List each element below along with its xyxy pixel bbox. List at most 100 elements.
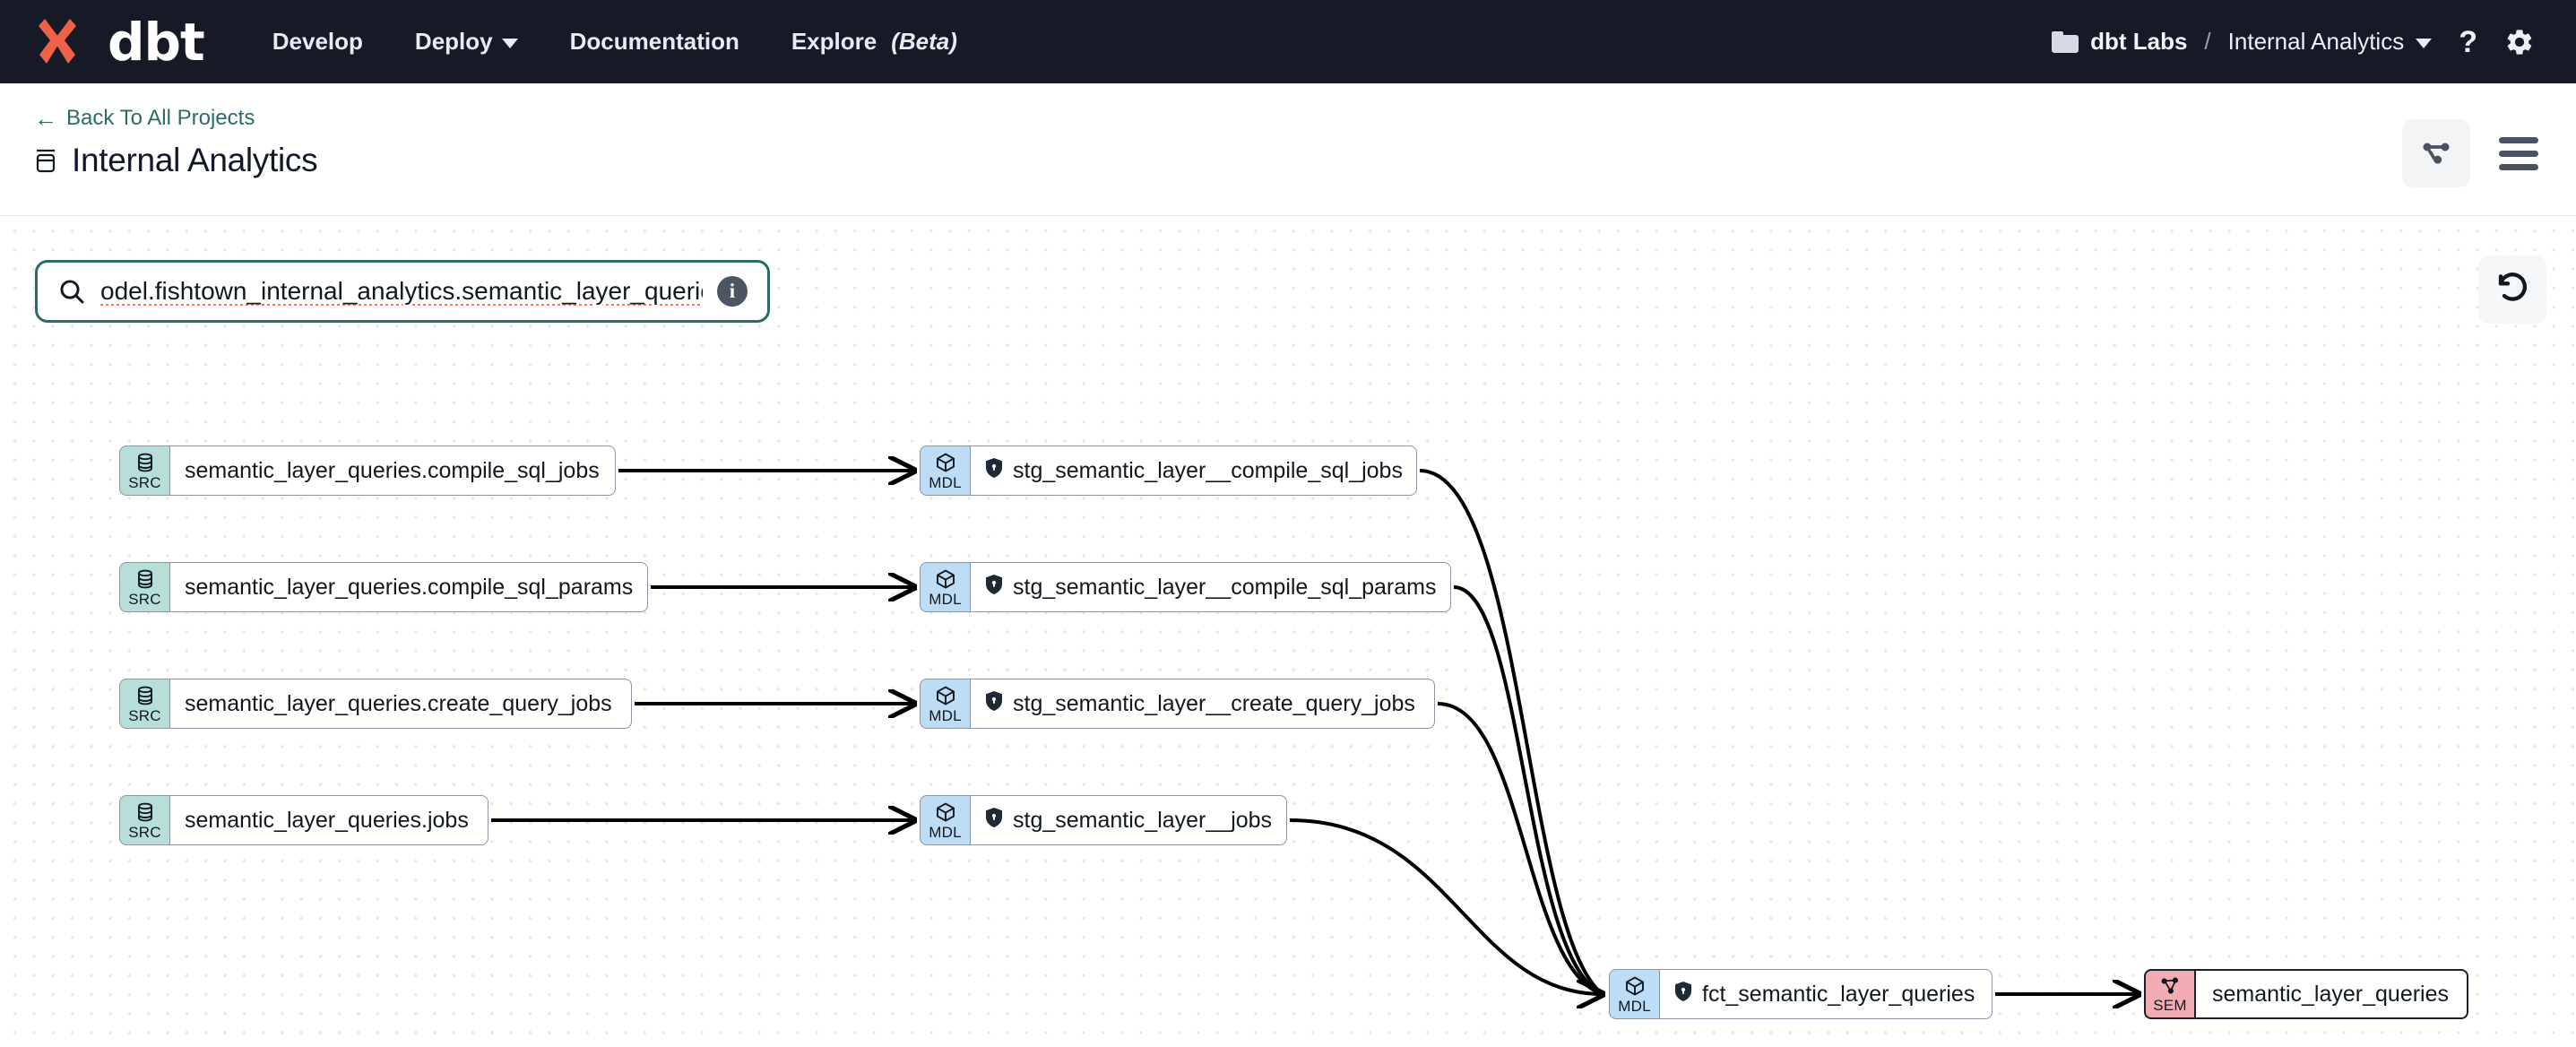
dbt-logo-text: dbt <box>108 11 205 73</box>
node-body[interactable]: stg_semantic_layer__jobs <box>970 795 1287 845</box>
org-breadcrumb[interactable]: dbt Labs / Internal Analytics <box>2052 28 2433 56</box>
hamburger-line <box>2499 136 2538 143</box>
nav-link-deploy[interactable]: Deploy <box>415 28 518 56</box>
node-type-badge-mdl: MDL <box>1609 969 1659 1019</box>
nav-link-documentation[interactable]: Documentation <box>570 28 739 56</box>
node-type-label: MDL <box>929 473 962 491</box>
search-field[interactable]: odel.fishtown_internal_analytics.semanti… <box>35 260 770 323</box>
search-input[interactable]: odel.fishtown_internal_analytics.semanti… <box>100 277 703 305</box>
lineage-node-src1[interactable]: SRC semantic_layer_queries.compile_sql_j… <box>119 446 616 496</box>
lineage-node-fct1[interactable]: MDL fct_semantic_layer_queries <box>1609 969 1993 1019</box>
node-type-label: SRC <box>128 473 161 491</box>
node-label: semantic_layer_queries.create_query_jobs <box>185 690 612 716</box>
nav-right-cluster: dbt Labs / Internal Analytics ? <box>2052 27 2535 57</box>
node-body[interactable]: stg_semantic_layer__compile_sql_params <box>970 562 1451 612</box>
node-type-label: SRC <box>128 590 161 608</box>
dbt-logo[interactable]: dbt <box>38 11 205 73</box>
lineage-node-src2[interactable]: SRC semantic_layer_queries.compile_sql_p… <box>119 562 648 612</box>
search-icon <box>57 277 86 306</box>
node-type-label: SEM <box>2153 996 2187 1014</box>
back-link-label: Back To All Projects <box>66 106 255 130</box>
nav-link-explore[interactable]: Explore (Beta) <box>791 28 957 56</box>
lineage-node-src3[interactable]: SRC semantic_layer_queries.create_query_… <box>119 679 632 729</box>
page-title: Internal Analytics <box>72 142 318 178</box>
breadcrumb-separator: / <box>2204 28 2211 55</box>
project-subheader: ← Back To All Projects Internal Analytic… <box>0 83 2576 216</box>
node-label: semantic_layer_queries.compile_sql_jobs <box>185 457 600 483</box>
node-body[interactable]: fct_semantic_layer_queries <box>1659 969 1993 1019</box>
hamburger-menu-icon[interactable] <box>2495 132 2542 176</box>
gear-icon[interactable] <box>2504 27 2535 57</box>
shield-icon <box>985 574 1003 601</box>
nav-link-explore-label: Explore <box>791 28 877 55</box>
node-body[interactable]: semantic_layer_queries <box>2194 969 2468 1019</box>
nav-link-explore-beta: (Beta) <box>891 28 957 55</box>
reset-view-icon <box>2494 270 2530 310</box>
back-to-all-projects-link[interactable]: ← Back To All Projects <box>34 106 255 131</box>
node-type-badge-src: SRC <box>119 446 169 496</box>
node-type-badge-mdl: MDL <box>920 795 970 845</box>
node-type-badge-src: SRC <box>119 562 169 612</box>
node-body[interactable]: stg_semantic_layer__compile_sql_jobs <box>970 446 1417 496</box>
org-name: dbt Labs <box>2090 28 2188 55</box>
chevron-down-icon <box>501 39 518 48</box>
edge-mdl2-fct1 <box>1453 585 1604 996</box>
lineage-node-mdl2[interactable]: MDL stg_semantic_layer__compile_sql_para… <box>920 562 1451 612</box>
nav-link-develop[interactable]: Develop <box>272 28 363 56</box>
edge-mdl3-fct1 <box>1437 702 1604 996</box>
node-type-label: MDL <box>929 590 962 608</box>
node-type-badge-sem: SEM <box>2144 969 2194 1019</box>
node-label: semantic_layer_queries <box>2211 981 2450 1007</box>
node-label: stg_semantic_layer__compile_sql_jobs <box>1013 457 1403 483</box>
hamburger-line <box>2499 150 2538 157</box>
node-label: fct_semantic_layer_queries <box>1702 981 1975 1007</box>
chevron-down-icon[interactable] <box>2416 39 2433 48</box>
lineage-edges <box>491 216 2576 1047</box>
lineage-node-src4[interactable]: SRC semantic_layer_queries.jobs <box>119 795 488 845</box>
node-label: stg_semantic_layer__jobs <box>1013 807 1273 833</box>
info-icon[interactable]: i <box>717 276 748 307</box>
node-type-label: SRC <box>128 823 161 841</box>
top-navigation-bar: dbt Develop Deploy Documentation Explore… <box>0 0 2576 83</box>
hamburger-line <box>2499 163 2538 170</box>
node-type-badge-src: SRC <box>119 679 169 729</box>
lineage-node-sem1[interactable]: SEM semantic_layer_queries <box>2144 969 2468 1019</box>
node-label: semantic_layer_queries.jobs <box>185 807 469 833</box>
project-selector-label: Internal Analytics <box>2227 28 2405 55</box>
shield-icon <box>985 457 1003 485</box>
node-type-badge-mdl: MDL <box>920 562 970 612</box>
node-body[interactable]: semantic_layer_queries.create_query_jobs <box>169 679 632 729</box>
node-body[interactable]: semantic_layer_queries.jobs <box>169 795 488 845</box>
primary-nav-links: Develop Deploy Documentation Explore (Be… <box>272 28 957 56</box>
lineage-graph-icon <box>2418 134 2454 174</box>
lineage-node-mdl4[interactable]: MDL stg_semantic_layer__jobs <box>920 795 1287 845</box>
node-label: stg_semantic_layer__compile_sql_params <box>1013 574 1437 600</box>
node-type-label: MDL <box>929 823 962 841</box>
lineage-graph-tab-button[interactable] <box>2402 119 2470 187</box>
node-label: stg_semantic_layer__create_query_jobs <box>1013 690 1415 716</box>
node-type-badge-src: SRC <box>119 795 169 845</box>
reset-view-button[interactable] <box>2478 255 2546 324</box>
subheader-actions <box>2402 119 2542 187</box>
node-type-label: SRC <box>128 706 161 724</box>
node-body[interactable]: semantic_layer_queries.compile_sql_jobs <box>169 446 616 496</box>
lineage-node-mdl1[interactable]: MDL stg_semantic_layer__compile_sql_jobs <box>920 446 1417 496</box>
shield-icon <box>985 690 1003 718</box>
page-title-row: Internal Analytics <box>34 142 318 179</box>
node-body[interactable]: stg_semantic_layer__create_query_jobs <box>970 679 1435 729</box>
edge-mdl1-fct1 <box>1419 469 1604 996</box>
nav-link-documentation-label: Documentation <box>569 28 739 55</box>
node-label: semantic_layer_queries.compile_sql_param… <box>185 574 634 600</box>
shield-icon <box>1674 981 1692 1008</box>
shield-icon <box>985 807 1003 835</box>
node-type-badge-mdl: MDL <box>920 446 970 496</box>
database-icon <box>34 147 57 174</box>
help-icon[interactable]: ? <box>2459 24 2477 59</box>
node-type-label: MDL <box>1618 997 1651 1015</box>
node-type-badge-mdl: MDL <box>920 679 970 729</box>
lineage-node-mdl3[interactable]: MDL stg_semantic_layer__create_query_job… <box>920 679 1435 729</box>
nav-link-develop-label: Develop <box>272 28 363 55</box>
node-body[interactable]: semantic_layer_queries.compile_sql_param… <box>169 562 648 612</box>
folder-icon <box>2052 30 2079 53</box>
lineage-canvas[interactable]: odel.fishtown_internal_analytics.semanti… <box>0 216 2576 1047</box>
